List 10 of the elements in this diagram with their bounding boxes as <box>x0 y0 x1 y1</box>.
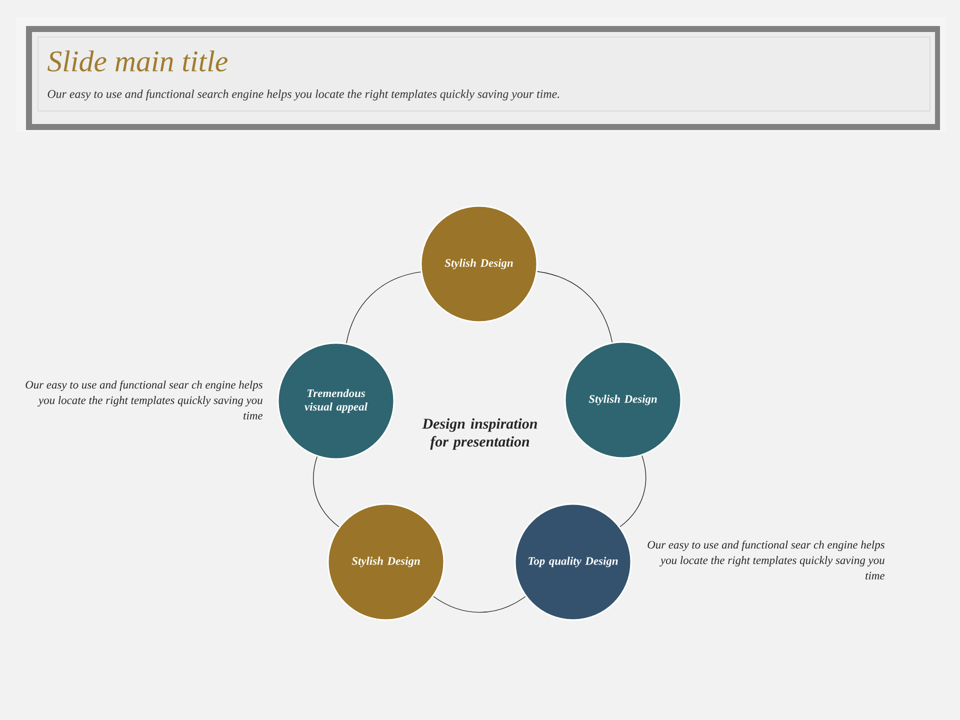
ring-arc <box>620 455 646 528</box>
slide-title: Slide main title <box>48 50 228 72</box>
ring-arc <box>346 272 422 344</box>
ring-arc <box>313 456 340 528</box>
side-note: Our easy to use and functional sear ch engine helps you locate the right templates quickly saving you time <box>648 540 885 580</box>
side-note: Our easy to use and functional sear ch engine helps you locate the right templates quickly saving you time <box>26 380 263 420</box>
subtitle: Our easy to use and functional search engine helps you locate the right templates quickly saving your time. <box>48 90 560 100</box>
ring-arc <box>433 596 526 613</box>
ring-arc <box>536 271 613 343</box>
center-text: Design inspiration for presentation <box>422 418 537 450</box>
